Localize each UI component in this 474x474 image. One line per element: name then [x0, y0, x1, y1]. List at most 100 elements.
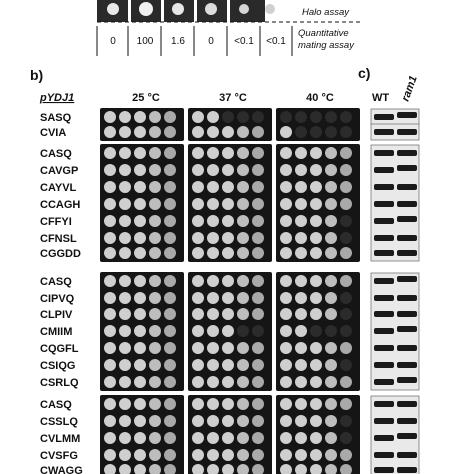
blot-band-ram1	[397, 276, 417, 282]
colony-spot	[340, 111, 352, 123]
colony-spot	[104, 215, 116, 227]
colony-spot	[207, 275, 219, 287]
colony-spot	[295, 342, 307, 354]
colony-spot	[119, 415, 131, 427]
colony-spot	[192, 376, 204, 388]
colony-spot	[164, 111, 176, 123]
colony-spot	[222, 359, 234, 371]
colony-spot	[149, 325, 161, 337]
colony-spot	[149, 432, 161, 444]
colony-spot	[164, 275, 176, 287]
colony-spot	[119, 449, 131, 461]
colony-spot	[310, 359, 322, 371]
blot-band-ram1	[397, 201, 417, 207]
colony-spot	[325, 164, 337, 176]
colony-spot	[295, 215, 307, 227]
colony-spot	[207, 111, 219, 123]
colony-spot	[280, 432, 292, 444]
colony-spot	[252, 415, 264, 427]
colony-spot	[222, 164, 234, 176]
colony-spot	[119, 432, 131, 444]
colony-spot	[192, 275, 204, 287]
colony-spot	[119, 181, 131, 193]
halo-assay-strip	[97, 0, 275, 22]
colony-spot	[104, 232, 116, 244]
colony-spot	[134, 147, 146, 159]
colony-spot	[252, 464, 264, 474]
colony-spot	[207, 415, 219, 427]
colony-spot	[134, 198, 146, 210]
colony-spot	[119, 464, 131, 474]
colony-spot	[280, 181, 292, 193]
colony-spot	[280, 398, 292, 410]
colony-spot	[164, 147, 176, 159]
plasmid-header: pYDJ1	[39, 92, 74, 104]
colony-spot	[340, 342, 352, 354]
colony-spot	[310, 415, 322, 427]
panel-c-letter: c)	[358, 65, 370, 81]
colony-spot	[149, 359, 161, 371]
colony-spot	[119, 164, 131, 176]
colony-spot	[237, 449, 249, 461]
blot-band-wt	[374, 345, 394, 351]
colony-spot	[119, 398, 131, 410]
colony-spot	[280, 325, 292, 337]
colony-spot	[222, 449, 234, 461]
strain-label: CSIQG	[40, 360, 75, 372]
blot-band-wt	[374, 250, 394, 256]
colony-spot	[340, 198, 352, 210]
colony-spot	[149, 181, 161, 193]
colony-spot	[164, 292, 176, 304]
colony-spot	[310, 247, 322, 259]
blot-band-ram1	[397, 250, 417, 256]
colony-spot	[252, 232, 264, 244]
colony-spot	[149, 232, 161, 244]
colony-spot	[310, 398, 322, 410]
blot-band-wt	[374, 114, 394, 120]
colony-spot	[149, 415, 161, 427]
colony-spot	[295, 292, 307, 304]
colony-spot	[119, 292, 131, 304]
colony-spot	[164, 464, 176, 474]
colony-spot	[207, 376, 219, 388]
colony-spot	[207, 464, 219, 474]
colony-spot	[192, 198, 204, 210]
colony-spot	[325, 198, 337, 210]
colony-spot	[149, 198, 161, 210]
mating-value-3: 1.6	[171, 36, 185, 47]
colony-spot	[325, 415, 337, 427]
colony-spot	[164, 359, 176, 371]
colony-spot	[237, 147, 249, 159]
colony-spot	[149, 215, 161, 227]
colony-spot	[310, 147, 322, 159]
colony-spot	[222, 292, 234, 304]
colony-spot	[325, 432, 337, 444]
colony-spot	[134, 432, 146, 444]
colony-spot	[164, 432, 176, 444]
colony-spot	[340, 292, 352, 304]
colony-spot	[340, 464, 352, 474]
colony-spot	[280, 198, 292, 210]
blot-band-wt	[374, 184, 394, 190]
strain-label: CSRLQ	[40, 377, 79, 389]
colony-spot	[325, 247, 337, 259]
colony-spot	[280, 126, 292, 138]
colony-spot	[340, 449, 352, 461]
colony-spot	[295, 464, 307, 474]
colony-spot	[104, 292, 116, 304]
colony-spot	[104, 164, 116, 176]
colony-spot	[340, 126, 352, 138]
colony-spot	[149, 111, 161, 123]
colony-spot	[164, 415, 176, 427]
strain-label: CFFYI	[40, 216, 72, 228]
blot-band-ram1	[397, 326, 417, 332]
blot-band-ram1	[397, 362, 417, 368]
colony-spot	[149, 275, 161, 287]
colony-spot	[310, 215, 322, 227]
colony-spot	[252, 376, 264, 388]
colony-spot	[119, 111, 131, 123]
colony-spot	[207, 147, 219, 159]
colony-spot	[310, 464, 322, 474]
colony-spot	[134, 449, 146, 461]
colony-spot	[192, 215, 204, 227]
